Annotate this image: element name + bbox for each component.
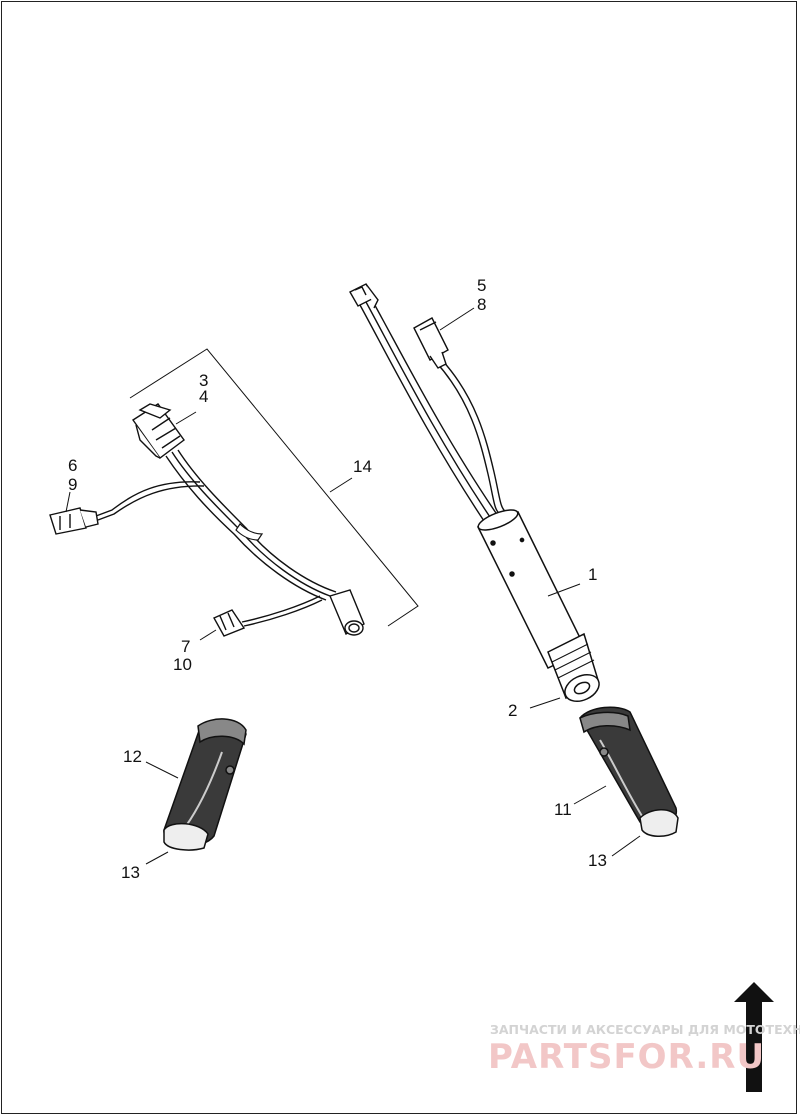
wiring-harness	[95, 449, 337, 627]
sensor-tube	[476, 509, 588, 669]
leader-lines	[65, 307, 641, 865]
group-bracket	[129, 348, 419, 627]
connector-6-9	[49, 507, 99, 535]
watermark-brand: PARTSFOR.RU	[488, 1037, 765, 1077]
callout-13-left: 13	[121, 863, 140, 882]
callout-10: 10	[173, 655, 192, 674]
sensor-wires	[359, 299, 507, 525]
callout-13-right: 13	[588, 851, 607, 870]
callout-8: 8	[477, 295, 486, 314]
callout-12: 12	[123, 747, 142, 766]
callout-3: 3	[199, 371, 208, 390]
sensor-ring	[547, 632, 600, 703]
callout-4: 4	[199, 387, 208, 406]
callout-14: 14	[353, 457, 372, 476]
callout-11: 11	[554, 800, 572, 819]
harness-tie	[235, 523, 264, 541]
connector-7-10	[213, 609, 246, 637]
connector-harness-end	[329, 589, 365, 636]
callout-5: 5	[477, 276, 486, 295]
connector-5-8	[413, 317, 449, 369]
callout-9: 9	[68, 475, 77, 494]
connector-top-small	[349, 283, 379, 309]
grip-right	[579, 706, 679, 837]
callout-7: 7	[181, 637, 190, 656]
callout-1: 1	[588, 565, 597, 584]
watermark-tagline: ЗАПЧАСТИ И АКСЕССУАРЫ ДЛЯ МОТОТЕХНИКИ	[490, 1022, 800, 1037]
callout-6: 6	[68, 456, 77, 475]
callout-2: 2	[508, 701, 517, 720]
connector-3-4	[132, 403, 185, 459]
orientation-arrow-icon	[734, 982, 774, 1092]
grip-left	[163, 718, 247, 851]
